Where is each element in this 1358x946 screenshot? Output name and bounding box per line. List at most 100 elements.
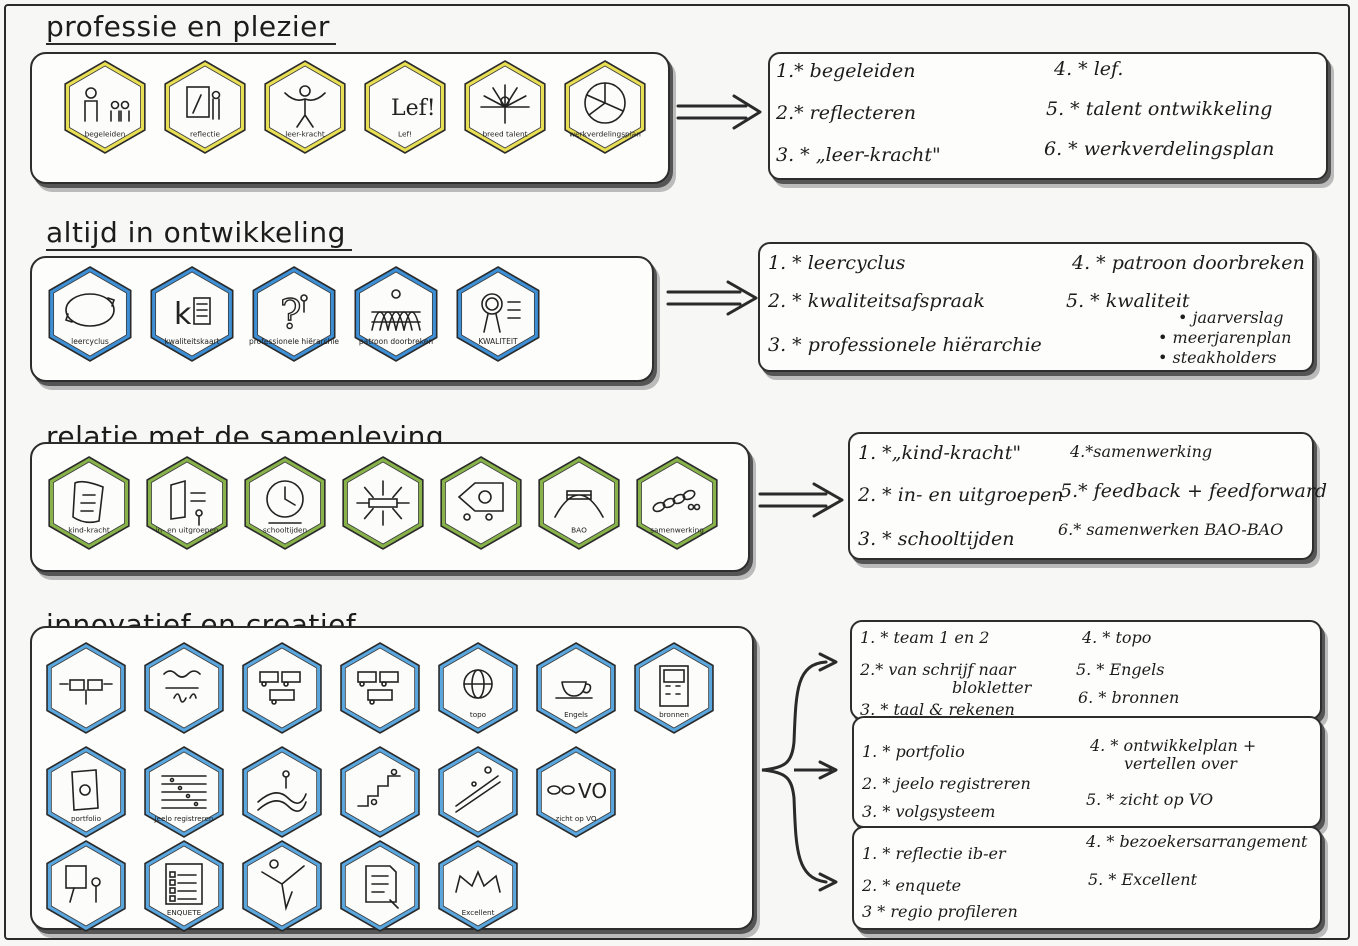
hex-tile: ENQUETE	[136, 838, 232, 934]
question-mark-icon: ?professionele hiërarchie	[249, 266, 339, 362]
list-item: 2. * enquete	[862, 876, 962, 895]
book-icon: bronnen	[634, 642, 714, 734]
pie-chart-icon: werkverdelingsplan	[564, 60, 646, 154]
rosette-icon: KWALITEIT	[456, 266, 540, 362]
hex-tile: reflectie	[156, 58, 254, 156]
list-item: 4. * lef.	[1054, 58, 1124, 80]
tile-label: portfolio	[71, 814, 101, 823]
list-item: 1. * team 1 en 2	[860, 628, 990, 647]
network-icon	[342, 456, 424, 550]
list-item: 2.* reflecteren	[776, 102, 916, 124]
mirror-icon: reflectie	[164, 60, 246, 154]
hill-icon	[438, 746, 518, 838]
hex-tile	[234, 838, 330, 934]
list-item: 1. *„kind-kracht"	[858, 442, 1022, 464]
hex-tile: Jeelo registreren	[136, 744, 232, 840]
list-item: 5. * Excellent	[1088, 870, 1198, 889]
list-item: 4. * topo	[1082, 628, 1152, 647]
tile-label: reflectie	[190, 129, 220, 138]
list-item: 1. * leercyclus	[768, 252, 906, 274]
teacup-icon: Engels	[536, 642, 616, 734]
path-icon	[242, 746, 322, 838]
tile-label: breed talent	[482, 129, 527, 138]
section-title-professie: professie en plezier	[46, 10, 336, 45]
stairs-icon	[340, 746, 420, 838]
tile-label: leer-kracht	[285, 129, 325, 138]
tile-label: zicht op VO	[555, 814, 596, 823]
hex-tile: BAO	[530, 454, 628, 552]
hex-tile: leercyclus	[40, 264, 140, 364]
hex-tile	[430, 744, 526, 840]
tile-label: kind-kracht	[68, 525, 110, 534]
list-item: 5. * Engels	[1076, 660, 1165, 679]
list-box-innovatief-2: 1. * portfolio 2. * jeelo registreren 3.…	[852, 716, 1322, 828]
list-item: 4.*samenwerking	[1070, 442, 1213, 461]
hex-tile: Excellent	[430, 838, 526, 934]
tile-label: KWALITEIT	[478, 337, 518, 346]
hex-tile: Lef!Lef!	[356, 58, 454, 156]
bracket-arrows-icon	[761, 652, 838, 892]
hex-tile: leer-kracht	[256, 58, 354, 156]
outer-frame	[4, 4, 1350, 940]
double-arrow-icon	[676, 94, 762, 130]
tile-label: in- en uitgroepen	[155, 525, 218, 534]
list-box-samenleving: 1. *„kind-kracht" 2. * in- en uitgroepen…	[848, 432, 1327, 560]
sublist-item: • steakholders	[1158, 348, 1277, 367]
tile-label: Excellent	[462, 908, 495, 917]
list-item: 2. * jeelo registreren	[862, 774, 1031, 793]
list-item: 5. * kwaliteit	[1066, 290, 1190, 312]
tile-label: leercyclus	[71, 337, 109, 346]
cycle-icon: leercyclus	[48, 266, 132, 362]
magnifier-arrow-icon	[440, 456, 522, 550]
checklist-icon: ENQUETE	[144, 840, 224, 932]
list-item: 2.* van schrijf naar	[860, 660, 1016, 679]
bridge-icon: BAO	[538, 456, 620, 550]
hex-tile: topo	[430, 640, 526, 736]
list-item: 3. * „leer-kracht"	[776, 144, 941, 166]
list-item: 3. * schooltijden	[858, 528, 1015, 550]
multi-arm-icon: breed talent	[464, 60, 546, 154]
list-item: 3. * taal & rekenen	[860, 700, 1015, 719]
tile-label: patroon doorbreken	[359, 337, 434, 346]
door-icon: in- en uitgroepen	[146, 456, 228, 550]
crown-icon: Excellent	[438, 840, 518, 932]
hex-tile: bronnen	[626, 640, 722, 736]
list-item: 1. * reflectie ib-er	[862, 844, 1006, 863]
tile-panel-ontwikkeling	[30, 256, 654, 382]
list-item: 1.* begeleiden	[776, 60, 916, 82]
svg-text:?: ?	[280, 292, 301, 338]
list-item: 4. * ontwikkelplan +	[1090, 736, 1257, 755]
list-item: 5.* feedback + feedforward	[1060, 480, 1328, 502]
lef-text-icon: Lef!Lef!	[364, 60, 446, 154]
net-icon: patroon doorbreken	[354, 266, 438, 362]
hex-tile: KWALITEIT	[448, 264, 548, 364]
list-item: 3. * volgsysteem	[862, 802, 996, 821]
double-arrow-icon	[758, 482, 844, 518]
globe-icon: topo	[438, 642, 518, 734]
tile-label: ENQUETE	[167, 908, 202, 917]
clock-icon: schooltijden	[244, 456, 326, 550]
hex-tile: patroon doorbreken	[346, 264, 446, 364]
lines-icon: Jeelo registreren	[144, 746, 224, 838]
hex-tile	[38, 640, 134, 736]
tile-label: topo	[470, 710, 486, 719]
list-item: 5. * talent ontwikkeling	[1046, 98, 1273, 120]
hex-tile	[332, 744, 428, 840]
list-item: 2. * kwaliteitsafspraak	[768, 290, 985, 312]
chain-icon: samenwerking	[636, 456, 718, 550]
list-item: 4. * bezoekersarrangement	[1086, 832, 1308, 851]
hex-tile	[332, 640, 428, 736]
hex-tile	[38, 838, 134, 934]
document-icon	[340, 840, 420, 932]
signpost-icon	[46, 642, 126, 734]
hex-tile: werkverdelingsplan	[556, 58, 654, 156]
tile-label: bronnen	[659, 710, 689, 719]
portfolio-icon: portfolio	[46, 746, 126, 838]
hex-tile: schooltijden	[236, 454, 334, 552]
hex-tile: samenwerking	[628, 454, 726, 552]
tile-label: Lef!	[398, 129, 412, 138]
